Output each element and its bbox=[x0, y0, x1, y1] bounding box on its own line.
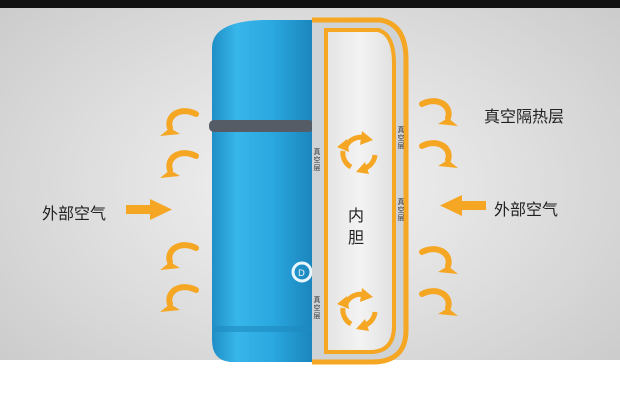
top-bar bbox=[0, 0, 620, 8]
outer-wall-outline bbox=[312, 17, 409, 365]
outside-air-right-label: 外部空气 bbox=[494, 200, 559, 219]
vacuum-layer-label: 真空层 bbox=[397, 126, 405, 150]
cap-ring bbox=[209, 120, 314, 132]
vacuum-layer-label: 真空层 bbox=[397, 198, 405, 222]
bottle-body bbox=[212, 20, 312, 362]
bottle-base-band bbox=[214, 326, 312, 332]
straight-arrow-icon bbox=[126, 199, 172, 220]
inner-liner-label: 内胆 bbox=[347, 206, 364, 247]
straight-arrow-icon bbox=[440, 195, 486, 216]
cutaway-section bbox=[312, 17, 409, 365]
outside-air-left-label: 外部空气 bbox=[42, 204, 107, 223]
bottom-floor bbox=[0, 360, 620, 409]
thermos-bottle: D bbox=[209, 20, 314, 362]
inner-liner bbox=[324, 28, 396, 354]
vacuum-layer-label: 真空层 bbox=[313, 296, 321, 320]
logo-icon bbox=[291, 261, 313, 283]
vacuum-layer-label: 真空层 bbox=[313, 148, 321, 172]
vacuum-insulation-label: 真空隔热层 bbox=[484, 107, 565, 126]
svg-text:D: D bbox=[298, 269, 305, 279]
